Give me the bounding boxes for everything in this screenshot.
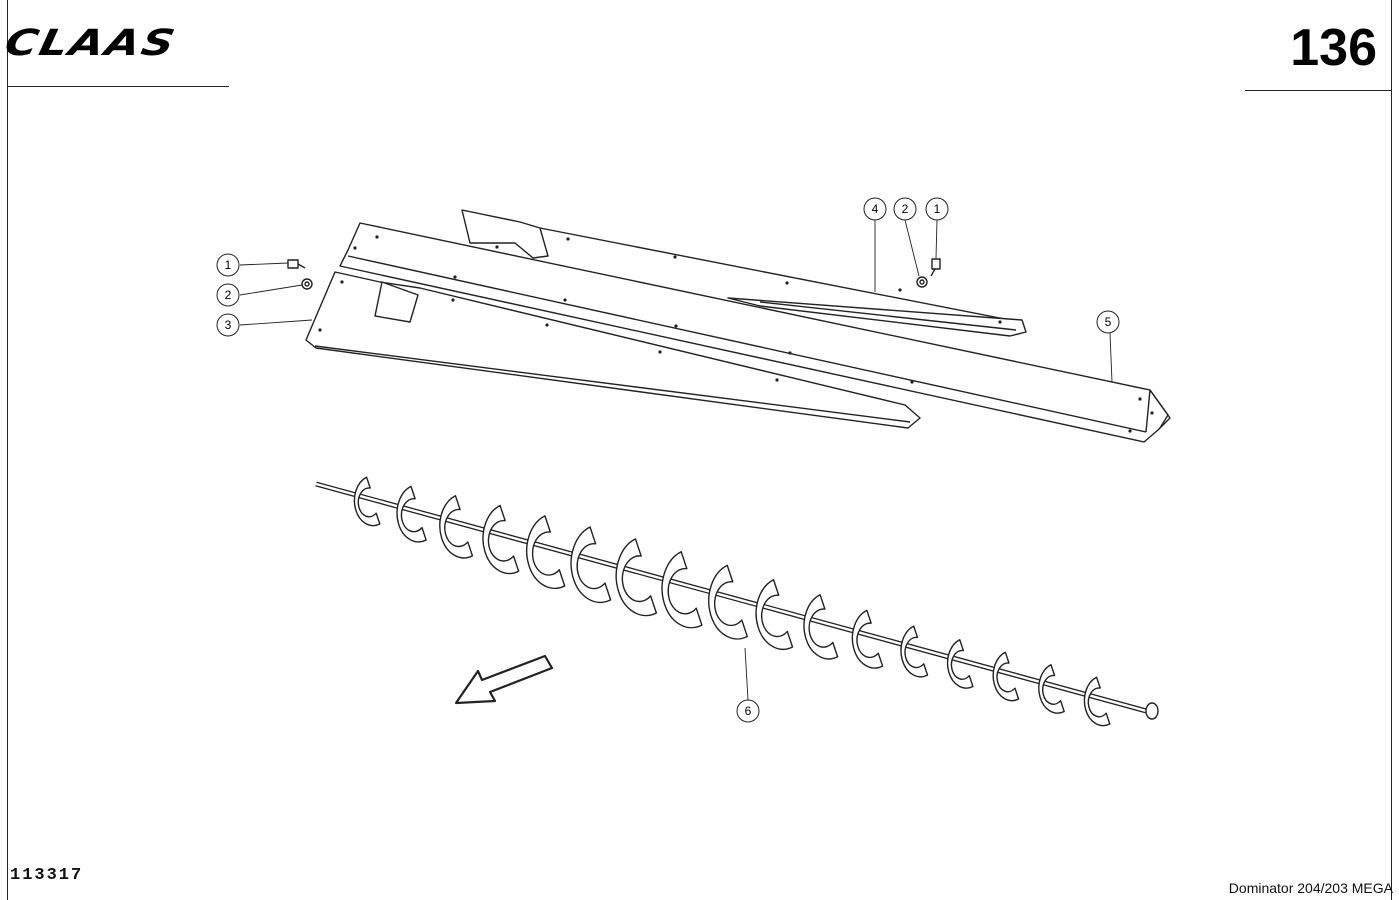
part-4-upper-bracket <box>461 209 1027 337</box>
callout-5-label: 5 <box>1105 315 1112 329</box>
washer-icon-left <box>301 278 313 290</box>
callout-6 <box>736 699 760 723</box>
callout-1-left-label: 1 <box>225 258 232 272</box>
bolt-icon-right <box>930 258 941 277</box>
frame-right-border <box>1391 0 1392 900</box>
callout-5 <box>1096 310 1120 334</box>
callout-4 <box>863 197 887 221</box>
auger-flight <box>851 609 884 669</box>
header-rule-right <box>1245 90 1391 91</box>
callout-2-left-label: 2 <box>225 288 232 302</box>
callout-6-label: 6 <box>745 704 752 718</box>
auger-flight <box>439 495 474 559</box>
auger-flight <box>526 515 566 590</box>
auger-flight <box>482 504 520 575</box>
auger-flight <box>900 625 929 678</box>
page-number: 136 <box>1290 19 1377 77</box>
auger-flight <box>755 579 794 650</box>
callout-2-right <box>893 197 917 221</box>
auger-flight <box>946 639 974 689</box>
flow-direction-arrow-icon <box>454 654 554 705</box>
washer-icon-right <box>916 276 928 288</box>
callout-2-left <box>216 283 240 307</box>
callout-3-label: 3 <box>225 318 232 332</box>
callout-4-label: 4 <box>872 202 879 216</box>
auger-flight <box>1038 664 1065 714</box>
callout-2-right-label: 2 <box>902 202 909 216</box>
callout-1-right <box>925 197 949 221</box>
auger-flight <box>708 564 748 640</box>
part-3-lower-plate <box>305 271 921 429</box>
part-6-auger <box>315 476 1159 727</box>
callout-1-right-label: 1 <box>934 202 941 216</box>
auger-flight <box>396 485 427 543</box>
machine-model: Dominator 204/203 MEGA <box>1228 880 1393 896</box>
auger-flight <box>661 551 703 629</box>
auger-flight <box>353 476 381 527</box>
auger-flight <box>570 526 612 604</box>
frame-left-border <box>7 0 8 900</box>
header-rule-left <box>7 86 229 87</box>
auger-flight <box>1083 676 1111 727</box>
auger-flight <box>615 538 658 617</box>
callout-1-left <box>216 253 240 277</box>
part-5-trough-cover <box>339 222 1171 443</box>
document-id: 113317 <box>10 866 84 885</box>
bolt-icon-left <box>287 259 306 269</box>
auger-flight <box>803 594 839 660</box>
callout-3 <box>216 313 240 337</box>
auger-flight <box>992 651 1020 702</box>
